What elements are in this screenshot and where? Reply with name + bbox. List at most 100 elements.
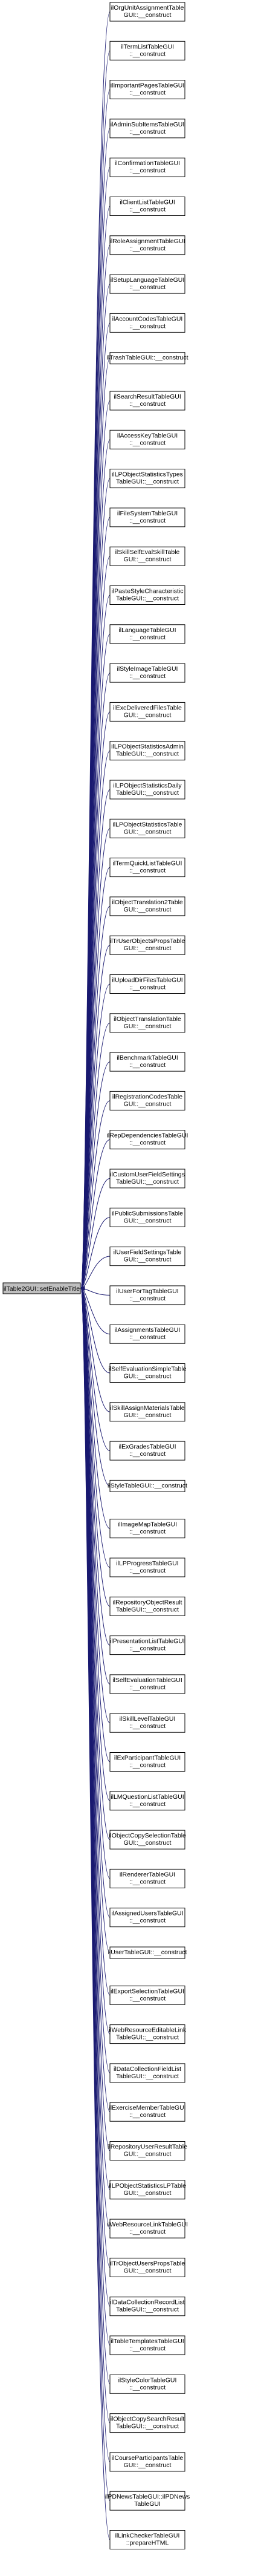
caller-node-19-label-line-1: ilExcDeliveredFilesTable bbox=[113, 704, 182, 711]
caller-node-12-label-line-1: ilAccessKeyTableGUI bbox=[117, 432, 178, 439]
caller-node-24-label-line-2: GUI::__construct bbox=[124, 906, 172, 913]
caller-node-54[interactable]: ilDataCollectionFieldListTableGUI::__con… bbox=[109, 2063, 185, 2083]
caller-node-2[interactable]: ilTermListTableGUI::__construct bbox=[109, 41, 185, 60]
caller-node-49[interactable]: ilRendererTableGUI::__construct bbox=[109, 1868, 185, 1888]
caller-node-58-label-line-1: ilWebResourceLinkTableGUI bbox=[107, 2221, 188, 2228]
caller-node-59[interactable]: ilTrObjectUsersPropsTableGUI::__construc… bbox=[109, 2257, 185, 2277]
caller-node-42[interactable]: ilRepositoryObjectResultTableGUI::__cons… bbox=[109, 1596, 185, 1616]
caller-node-14-label-line-2: ::__construct bbox=[129, 517, 166, 524]
caller-node-10[interactable]: ilTrashTableGUI::__construct bbox=[107, 352, 188, 365]
caller-node-48-label-line-2: GUI::__construct bbox=[124, 1839, 172, 1847]
caller-node-36[interactable]: ilSelfEvaluationSimpleTableGUI::__constr… bbox=[109, 1363, 187, 1383]
caller-node-44[interactable]: ilSelfEvaluationTableGUI::__construct bbox=[109, 1674, 185, 1694]
caller-node-40-label-line-2: ::__construct bbox=[129, 1528, 166, 1536]
caller-node-30-label-line-2: ::__construct bbox=[129, 1140, 166, 1147]
caller-node-51[interactable]: ilUserTableGUI::__construct bbox=[108, 1946, 187, 1959]
caller-node-56[interactable]: ilRepositoryUserResultTableGUI::__constr… bbox=[108, 2141, 187, 2160]
caller-node-62-box bbox=[109, 2374, 185, 2394]
caller-node-18[interactable]: ilStyleImageTableGUI::__construct bbox=[109, 663, 185, 683]
caller-node-52[interactable]: ilExportSelectionTableGUI::__construct bbox=[109, 1985, 185, 2005]
caller-node-45-label-line-2: ::__construct bbox=[129, 1723, 166, 1730]
caller-node-63[interactable]: ilObjectCopySearchResultTableGUI::__cons… bbox=[109, 2413, 185, 2433]
caller-node-3[interactable]: ilImportantPagesTableGUI::__construct bbox=[109, 80, 185, 100]
caller-node-9[interactable]: ilAccountCodesTableGUI::__construct bbox=[109, 313, 185, 333]
caller-node-50-label-line-2: ::__construct bbox=[129, 1917, 166, 1925]
caller-node-26-label-line-1: ilUploadDirFilesTableGUI bbox=[112, 977, 182, 984]
caller-node-15[interactable]: ilSkillSelfEvalSkillTableGUI::__construc… bbox=[109, 546, 185, 566]
caller-node-46[interactable]: ilExParticipantTableGUI::__construct bbox=[109, 1752, 185, 1772]
caller-node-8-label-line-1: ilSetupLanguageTableGUI bbox=[111, 276, 185, 284]
caller-node-49-box bbox=[109, 1868, 185, 1888]
caller-node-24[interactable]: ilObjectTranslation2TableGUI::__construc… bbox=[109, 896, 185, 916]
caller-node-20[interactable]: ilLPObjectStatisticsAdminTableGUI::__con… bbox=[109, 741, 185, 761]
caller-node-54-label-line-2: TableGUI::__construct bbox=[116, 2073, 179, 2080]
caller-node-33-box bbox=[109, 1247, 185, 1267]
caller-node-56-box bbox=[109, 2141, 185, 2160]
caller-node-16[interactable]: ilPasteStyleCharacteristicTableGUI::__co… bbox=[109, 585, 185, 605]
caller-node-12[interactable]: ilAccessKeyTableGUI::__construct bbox=[109, 429, 185, 449]
caller-node-43[interactable]: ilPresentationListTableGUI::__construct bbox=[109, 1635, 185, 1655]
caller-node-21[interactable]: ilLPObjectStatisticsDailyTableGUI::__con… bbox=[109, 780, 185, 800]
caller-node-4-label-line-2: ::__construct bbox=[129, 128, 166, 135]
caller-node-1-label-line-1: ilOrgUnitAssignmentTable bbox=[111, 4, 184, 11]
caller-node-31[interactable]: ilCustomUserFieldSettingsTableGUI::__con… bbox=[109, 1169, 185, 1189]
caller-node-8-label-line-2: ::__construct bbox=[129, 284, 166, 291]
caller-node-37[interactable]: ilSkillAssignMaterialsTableGUI::__constr… bbox=[109, 1402, 185, 1422]
caller-node-8[interactable]: ilSetupLanguageTableGUI::__construct bbox=[109, 274, 185, 294]
caller-node-6[interactable]: ilClientListTableGUI::__construct bbox=[109, 197, 185, 216]
caller-node-64[interactable]: ilCourseParticipantsTableGUI::__construc… bbox=[109, 2452, 185, 2472]
caller-node-48[interactable]: ilObjectCopySelectionTableGUI::__constru… bbox=[109, 1830, 186, 1850]
caller-node-66[interactable]: ilLinkCheckerTableGUI::prepareHTML bbox=[109, 2530, 185, 2549]
caller-node-4[interactable]: ilAdminSubItemsTableGUI::__construct bbox=[109, 119, 185, 139]
caller-node-11[interactable]: ilSearchResultTableGUI::__construct bbox=[109, 391, 185, 411]
caller-node-35[interactable]: ilAssignmentsTableGUI::__construct bbox=[109, 1324, 185, 1344]
caller-node-17[interactable]: ilLanguageTableGUI::__construct bbox=[109, 624, 185, 644]
caller-node-65[interactable]: ilPDNewsTableGUI::ilPDNewsTableGUI bbox=[105, 2491, 190, 2511]
caller-node-26[interactable]: ilUploadDirFilesTableGUI::__construct bbox=[109, 974, 185, 994]
caller-node-62-label-line-1: ilStyleColorTableGUI bbox=[118, 2376, 177, 2384]
caller-node-27-box bbox=[109, 1013, 185, 1033]
caller-node-30[interactable]: ilRepDependenciesTableGUI::__construct bbox=[107, 1130, 188, 1150]
caller-node-40[interactable]: ilImageMapTableGUI::__construct bbox=[109, 1519, 185, 1539]
caller-node-25[interactable]: ilTrUserObjectsPropsTableGUI::__construc… bbox=[109, 935, 185, 955]
caller-node-7[interactable]: ilRoleAssignmentTableGUI::__construct bbox=[109, 235, 185, 255]
caller-node-41[interactable]: ilLPProgressTableGUI::__construct bbox=[109, 1557, 185, 1577]
caller-node-50[interactable]: ilAssignedUsersTableGUI::__construct bbox=[109, 1908, 185, 1928]
source-node[interactable]: ilTable2GUI::setEnableTitle bbox=[2, 1282, 81, 1294]
caller-node-4-box bbox=[109, 119, 185, 139]
caller-node-16-box bbox=[109, 585, 185, 605]
caller-node-47[interactable]: ilLMQuestionListTableGUI::__construct bbox=[109, 1791, 185, 1811]
caller-node-3-label-line-2: ::__construct bbox=[129, 90, 166, 97]
caller-node-55[interactable]: ilExerciseMemberTableGUI::__construct bbox=[109, 2102, 186, 2122]
caller-node-14[interactable]: ilFileSystemTableGUI::__construct bbox=[109, 507, 185, 527]
caller-node-53[interactable]: ilWebResourceEditableLinkTableGUI::__con… bbox=[109, 2024, 187, 2044]
caller-node-23[interactable]: ilTermQuickListTableGUI::__construct bbox=[109, 858, 185, 878]
caller-node-45[interactable]: ilSkillLevelTableGUI::__construct bbox=[109, 1713, 185, 1733]
caller-node-61[interactable]: ilTableTemplatesTableGUI::__construct bbox=[109, 2335, 185, 2355]
caller-node-59-label-line-1: ilTrObjectUsersPropsTable bbox=[110, 2260, 185, 2267]
caller-node-22[interactable]: ilLPObjectStatisticsTableGUI::__construc… bbox=[109, 818, 185, 838]
caller-node-43-label-line-1: ilPresentationListTableGUI bbox=[110, 1638, 185, 1645]
caller-node-60[interactable]: ilDataCollectionRecordListTableGUI::__co… bbox=[109, 2297, 185, 2317]
caller-node-59-box bbox=[109, 2257, 185, 2277]
caller-node-57[interactable]: ilLPObjectStatisticsLPTableGUI::__constr… bbox=[109, 2180, 186, 2200]
caller-node-5[interactable]: ilConfirmationTableGUI::__construct bbox=[109, 157, 185, 177]
caller-node-24-label-line-1: ilObjectTranslation2Table bbox=[112, 899, 183, 906]
caller-node-13[interactable]: ilLPObjectStatisticsTypesTableGUI::__con… bbox=[109, 469, 185, 489]
caller-node-29-box bbox=[109, 1091, 185, 1110]
caller-node-38[interactable]: ilExGradesTableGUI::__construct bbox=[109, 1441, 185, 1461]
caller-node-39[interactable]: ilStyleTableGUI::__construct bbox=[108, 1479, 187, 1492]
caller-node-34[interactable]: ilUserForTagTableGUI::__construct bbox=[109, 1285, 185, 1305]
caller-node-58[interactable]: ilWebResourceLinkTableGUI::__construct bbox=[107, 2219, 188, 2239]
caller-node-42-label-line-1: ilRepositoryObjectResult bbox=[113, 1599, 182, 1606]
caller-node-10-label-line-1: ilTrashTableGUI::__construct bbox=[107, 354, 188, 362]
caller-node-28[interactable]: ilBenchmarkTableGUI::__construct bbox=[109, 1052, 185, 1072]
caller-node-18-label-line-2: ::__construct bbox=[129, 673, 166, 680]
caller-node-62[interactable]: ilStyleColorTableGUI::__construct bbox=[109, 2374, 185, 2394]
